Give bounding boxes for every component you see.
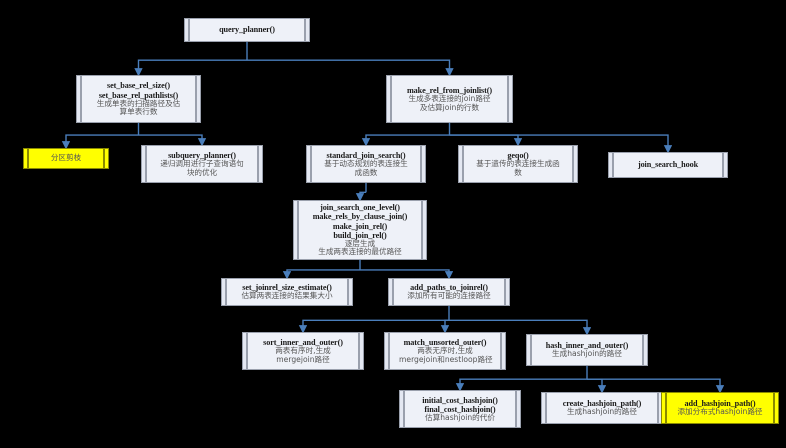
edge-addpaths-sortinner [298,319,449,334]
node-text-line: 分区剪枝 [50,153,82,163]
node-text-line: geqo() [507,150,529,160]
node-text-line: 生成两表连接的最优路径 [318,247,402,257]
node-geqo[interactable]: geqo()基于遗传的表连接生成函数 [458,145,578,183]
node-partition_pruning[interactable]: 分区剪枝 [23,148,109,169]
node-text-line: join_search_hook [637,160,699,170]
node-label-group: geqo()基于遗传的表连接生成函数 [473,151,563,177]
node-text-line: mergejoin路径 [276,354,330,364]
node-label-group: initial_cost_hashjoin()final_cost_hashjo… [414,396,506,423]
node-text-line: 添加所有可能的连接路径 [407,291,491,301]
node-text-line: set_base_rel_size() [107,81,170,91]
node-text-line: 生成单表的扫描路径及估 [96,98,181,108]
node-text-line: 数 [514,167,522,177]
node-text-line: make_rel_from_joinlist() [406,85,493,95]
node-standard_join_search[interactable]: standard_join_search()基于动态规划的表连接生成函数 [306,145,426,183]
node-text-line: add_hashjoin_path() [684,399,756,409]
node-label-group: 分区剪枝 [38,154,94,163]
node-text-line: hash_inner_and_outer() [545,341,629,351]
node-set_joinrel_size_estimate[interactable]: set_joinrel_size_estimate()估算两表连接的结果集大小 [221,278,353,306]
node-text-line: sort_inner_and_outer() [263,337,343,347]
node-text-line: set_joinrel_size_estimate() [242,283,332,293]
node-label-group: join_search_one_level()make_rels_by_clau… [308,203,412,257]
edge-hashinner-costhashjoin [455,378,587,392]
node-label-group: subquery_planner()递归调用进行子查询语句块的优化 [156,151,248,177]
node-text-line: create_hashjoin_path() [562,399,642,409]
node-cost_hashjoin[interactable]: initial_cost_hashjoin()final_cost_hashjo… [399,390,521,428]
node-subquery_planner[interactable]: subquery_planner()递归调用进行子查询语句块的优化 [141,145,263,183]
node-label-group: set_joinrel_size_estimate()估算两表连接的结果集大小 [236,283,338,301]
edge-hashinner-addpath [587,378,725,394]
node-label-group: make_rel_from_joinlist()生成多表连接的join路径及估算… [401,86,498,112]
node-text-line: 两表有序时,生成 [275,346,331,356]
node-label-group: add_paths_to_joinrel()添加所有可能的连接路径 [403,283,495,301]
node-query_planner[interactable]: query_planner() [184,18,310,42]
node-text-line: make_join_rel() [332,221,388,231]
edge-standardjoin-onelevel [355,191,366,202]
node-add_paths_to_joinrel[interactable]: add_paths_to_joinrel()添加所有可能的连接路径 [388,278,510,306]
edge-addpaths-matchunsorted [440,319,450,334]
node-text-line: subquery_planner() [168,150,236,160]
node-text-line: 生成hashjoin的路径 [552,349,622,359]
node-text-line: 基于遗传的表连接生成函 [476,159,560,169]
node-text-line: standard_join_search() [326,150,406,160]
node-text-line: set_base_rel_pathlists() [98,90,179,100]
node-text-line: make_rels_by_clause_join() [312,212,408,222]
edge-queryplanner-makerel [247,59,454,77]
edge-makerel-standardjoin [361,134,450,147]
node-text-line: 估算两表连接的结果集大小 [241,291,333,301]
node-create_hashjoin_path[interactable]: create_hashjoin_path()生成hashjoin的路径 [541,392,663,424]
node-text-line: 递归调用进行子查询语句 [160,159,244,169]
node-label-group: create_hashjoin_path()生成hashjoin的路径 [556,399,648,417]
node-text-line: 估算hashjoin的代价 [425,412,495,422]
node-text-line: 基于动态规划的表连接生 [324,159,408,169]
node-make_rel_from_joinlist[interactable]: make_rel_from_joinlist()生成多表连接的join路径及估算… [386,75,513,123]
node-text-line: initial_cost_hashjoin() [422,395,498,405]
edge-hashinner-createpath [587,378,607,394]
node-text-line: 算单表行数 [119,107,158,117]
node-text-line: 块的优化 [186,167,218,177]
node-text-line: 及估算join的行数 [419,102,480,112]
edge-setbaserel-pruning [61,134,139,150]
node-text-line: build_join_rel() [333,230,387,240]
node-label-group: query_planner() [199,25,295,34]
node-text-line: 生成hashjoin的路径 [567,407,637,417]
node-text-line: final_cost_hashjoin() [424,404,496,414]
node-label-group: join_search_hook [623,160,713,169]
node-text-line: add_paths_to_joinrel() [410,283,488,293]
node-label-group: set_base_rel_size()set_base_rel_pathlist… [91,81,186,116]
node-text-line: 逐层生成 [344,238,376,248]
node-label-group: standard_join_search()基于动态规划的表连接生成函数 [321,151,411,177]
node-text-line: query_planner() [219,25,275,35]
node-text-line: 生成多表连接的join路径 [408,94,491,104]
node-text-line: 两表无序时,生成 [417,346,473,356]
node-text-line: match_unsorted_outer() [403,337,487,347]
node-label-group: hash_inner_and_outer()生成hashjoin的路径 [541,341,633,359]
node-join_search_hook[interactable]: join_search_hook [608,152,728,178]
node-hash_inner_and_outer[interactable]: hash_inner_and_outer()生成hashjoin的路径 [526,334,648,366]
edge-setbaserel-subquery [138,134,207,147]
edge-makerel-geqo [449,134,523,147]
node-label-group: add_hashjoin_path()添加分布式hashjoin路径 [676,399,764,417]
node-text-line: mergejoin和nestloop路径 [399,354,493,364]
node-add_hashjoin_path[interactable]: add_hashjoin_path()添加分布式hashjoin路径 [661,392,779,424]
node-set_base_rel[interactable]: set_base_rel_size()set_base_rel_pathlist… [76,75,201,123]
node-text-line: 成函数 [354,167,378,177]
node-text-line: 添加分布式hashjoin路径 [677,407,763,417]
edge-onelevel-addpaths [360,269,454,280]
edge-onelevel-sizeestimate [282,269,360,280]
edge-queryplanner-setbaserel [134,59,247,77]
node-text-line: join_search_one_level() [320,203,400,213]
node-join_search_one_level[interactable]: join_search_one_level()make_rels_by_clau… [293,200,427,260]
